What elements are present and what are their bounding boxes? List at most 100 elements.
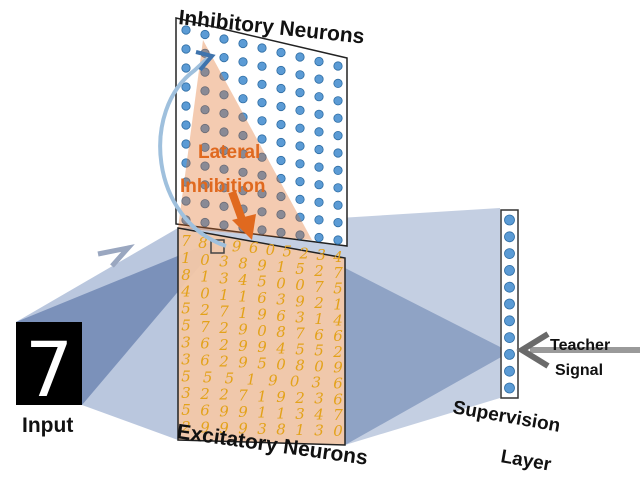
excitatory-digit: 8 (181, 266, 191, 284)
inhibitory-neuron (257, 189, 267, 199)
inhibitory-neuron (200, 29, 210, 40)
inhibitory-neuron (200, 123, 210, 134)
excitatory-digit: 3 (312, 374, 322, 392)
inhibitory-neuron (314, 232, 324, 243)
excitatory-digit: 6 (200, 335, 210, 353)
inhibitory-neuron (276, 137, 286, 148)
inhibitory-neuron (333, 61, 343, 71)
excitatory-digit: 9 (333, 359, 343, 377)
inhibitory-neuron (276, 155, 286, 166)
inhibitory-neuron (295, 88, 305, 98)
inhibitory-neuron (257, 134, 267, 144)
label-lateral: Lateral (198, 142, 260, 163)
inhibitory-neuron (295, 52, 305, 62)
excitatory-digit: 2 (298, 244, 309, 262)
excitatory-digit: 9 (257, 306, 267, 324)
excitatory-digit: 7 (200, 318, 210, 336)
excitatory-digit: 2 (199, 385, 210, 403)
teacher-signal-arrowhead (516, 331, 550, 369)
excitatory-digit: 5 (314, 342, 324, 360)
excitatory-digit: 2 (313, 294, 324, 312)
excitatory-digit: 5 (257, 355, 267, 373)
inhibitory-neuron (219, 108, 229, 119)
inhibitory-neuron (276, 83, 286, 94)
inhibitory-neuron (238, 38, 248, 49)
excitatory-digit: 1 (314, 310, 324, 328)
supervision-neuron (504, 348, 515, 360)
inhibitory-neuron (295, 212, 305, 222)
excitatory-digit: 2 (218, 353, 229, 371)
excitatory-digit: 1 (238, 304, 248, 322)
inhibitory-neuron (219, 71, 229, 81)
inhibitory-neuron (181, 158, 191, 168)
excitatory-digit: 6 (249, 239, 259, 257)
excitatory-digit: 9 (238, 321, 248, 339)
supervision-neuron (504, 332, 515, 344)
excitatory-digit: 5 (283, 243, 293, 261)
excitatory-digit: 3 (181, 384, 191, 402)
inhibitory-neuron (181, 63, 191, 73)
excitatory-digit: 2 (218, 319, 229, 337)
excitatory-digit: 4 (275, 339, 286, 357)
excitatory-digit: 4 (237, 271, 248, 289)
label-teacher: Teacher (550, 337, 610, 354)
inhibitory-neuron (181, 101, 191, 111)
excitatory-digit: 4 (332, 311, 343, 329)
inhibitory-neuron (257, 170, 267, 180)
inhibitory-neuron (200, 86, 210, 96)
excitatory-digit: 6 (314, 326, 324, 344)
excitatory-digit: 3 (181, 334, 191, 352)
inhibitory-neuron (276, 119, 286, 130)
excitatory-panel (177, 227, 346, 446)
excitatory-digit: 0 (200, 251, 210, 269)
excitatory-digit: 0 (200, 284, 210, 302)
excitatory-digit: 2 (199, 301, 210, 319)
inhibitory-neuron (219, 220, 229, 230)
excitatory-digit: 1 (246, 370, 256, 388)
excitatory-digit: 6 (257, 289, 267, 307)
excitatory-digit: 1 (333, 296, 343, 314)
excitatory-digit: 3 (257, 420, 267, 438)
excitatory-digit: 1 (276, 258, 286, 276)
lateral-inhibition-arrowhead (232, 214, 256, 240)
excitatory-digit: 0 (266, 241, 276, 259)
inhibitory-neuron (295, 123, 305, 133)
excitatory-digit: 2 (180, 418, 191, 436)
inhibitory-neuron (219, 90, 229, 100)
excitatory-digit: 3 (219, 253, 229, 271)
excitatory-digit: 2 (218, 336, 229, 354)
label-input: Input (22, 414, 73, 437)
excitatory-digit: 7 (181, 232, 191, 250)
inhibitory-neuron (200, 105, 210, 115)
inhibitory-neuron (238, 149, 248, 159)
label-layer: Layer (499, 446, 553, 476)
inhibitory-neuron (314, 74, 324, 84)
inhibitory-neuron (181, 120, 191, 130)
inhibitory-neuron (219, 201, 229, 211)
inhibitory-neuron (333, 183, 343, 193)
excitatory-digit: 9 (238, 420, 248, 438)
excitatory-digit: 4 (180, 283, 191, 301)
inhibitory-neuron (276, 191, 286, 202)
excitatory-digit: 5 (181, 367, 191, 385)
supervision-neuron-column (504, 214, 515, 394)
supervision-neuron (504, 298, 515, 310)
excitatory-digit: 6 (333, 375, 343, 393)
excitatory-digit: 0 (333, 422, 343, 440)
inhibitory-neuron (257, 152, 267, 162)
supervision-neuron (504, 264, 515, 276)
inhibitory-neuron (238, 57, 248, 67)
inhibitory-neuron (333, 218, 343, 228)
excitatory-digit: 0 (257, 322, 267, 340)
excitatory-digit: 4 (332, 248, 343, 266)
excitatory-digit: 1 (295, 421, 305, 439)
excitatory-digit: 9 (200, 419, 210, 437)
inhibitory-neuron (314, 162, 324, 172)
inhibitory-neuron (295, 194, 305, 204)
inhibitory-neuron (314, 109, 324, 119)
excitatory-digit: 7 (314, 278, 324, 296)
inhibitory-neuron (276, 101, 286, 112)
excitatory-digit: 0 (290, 373, 300, 391)
